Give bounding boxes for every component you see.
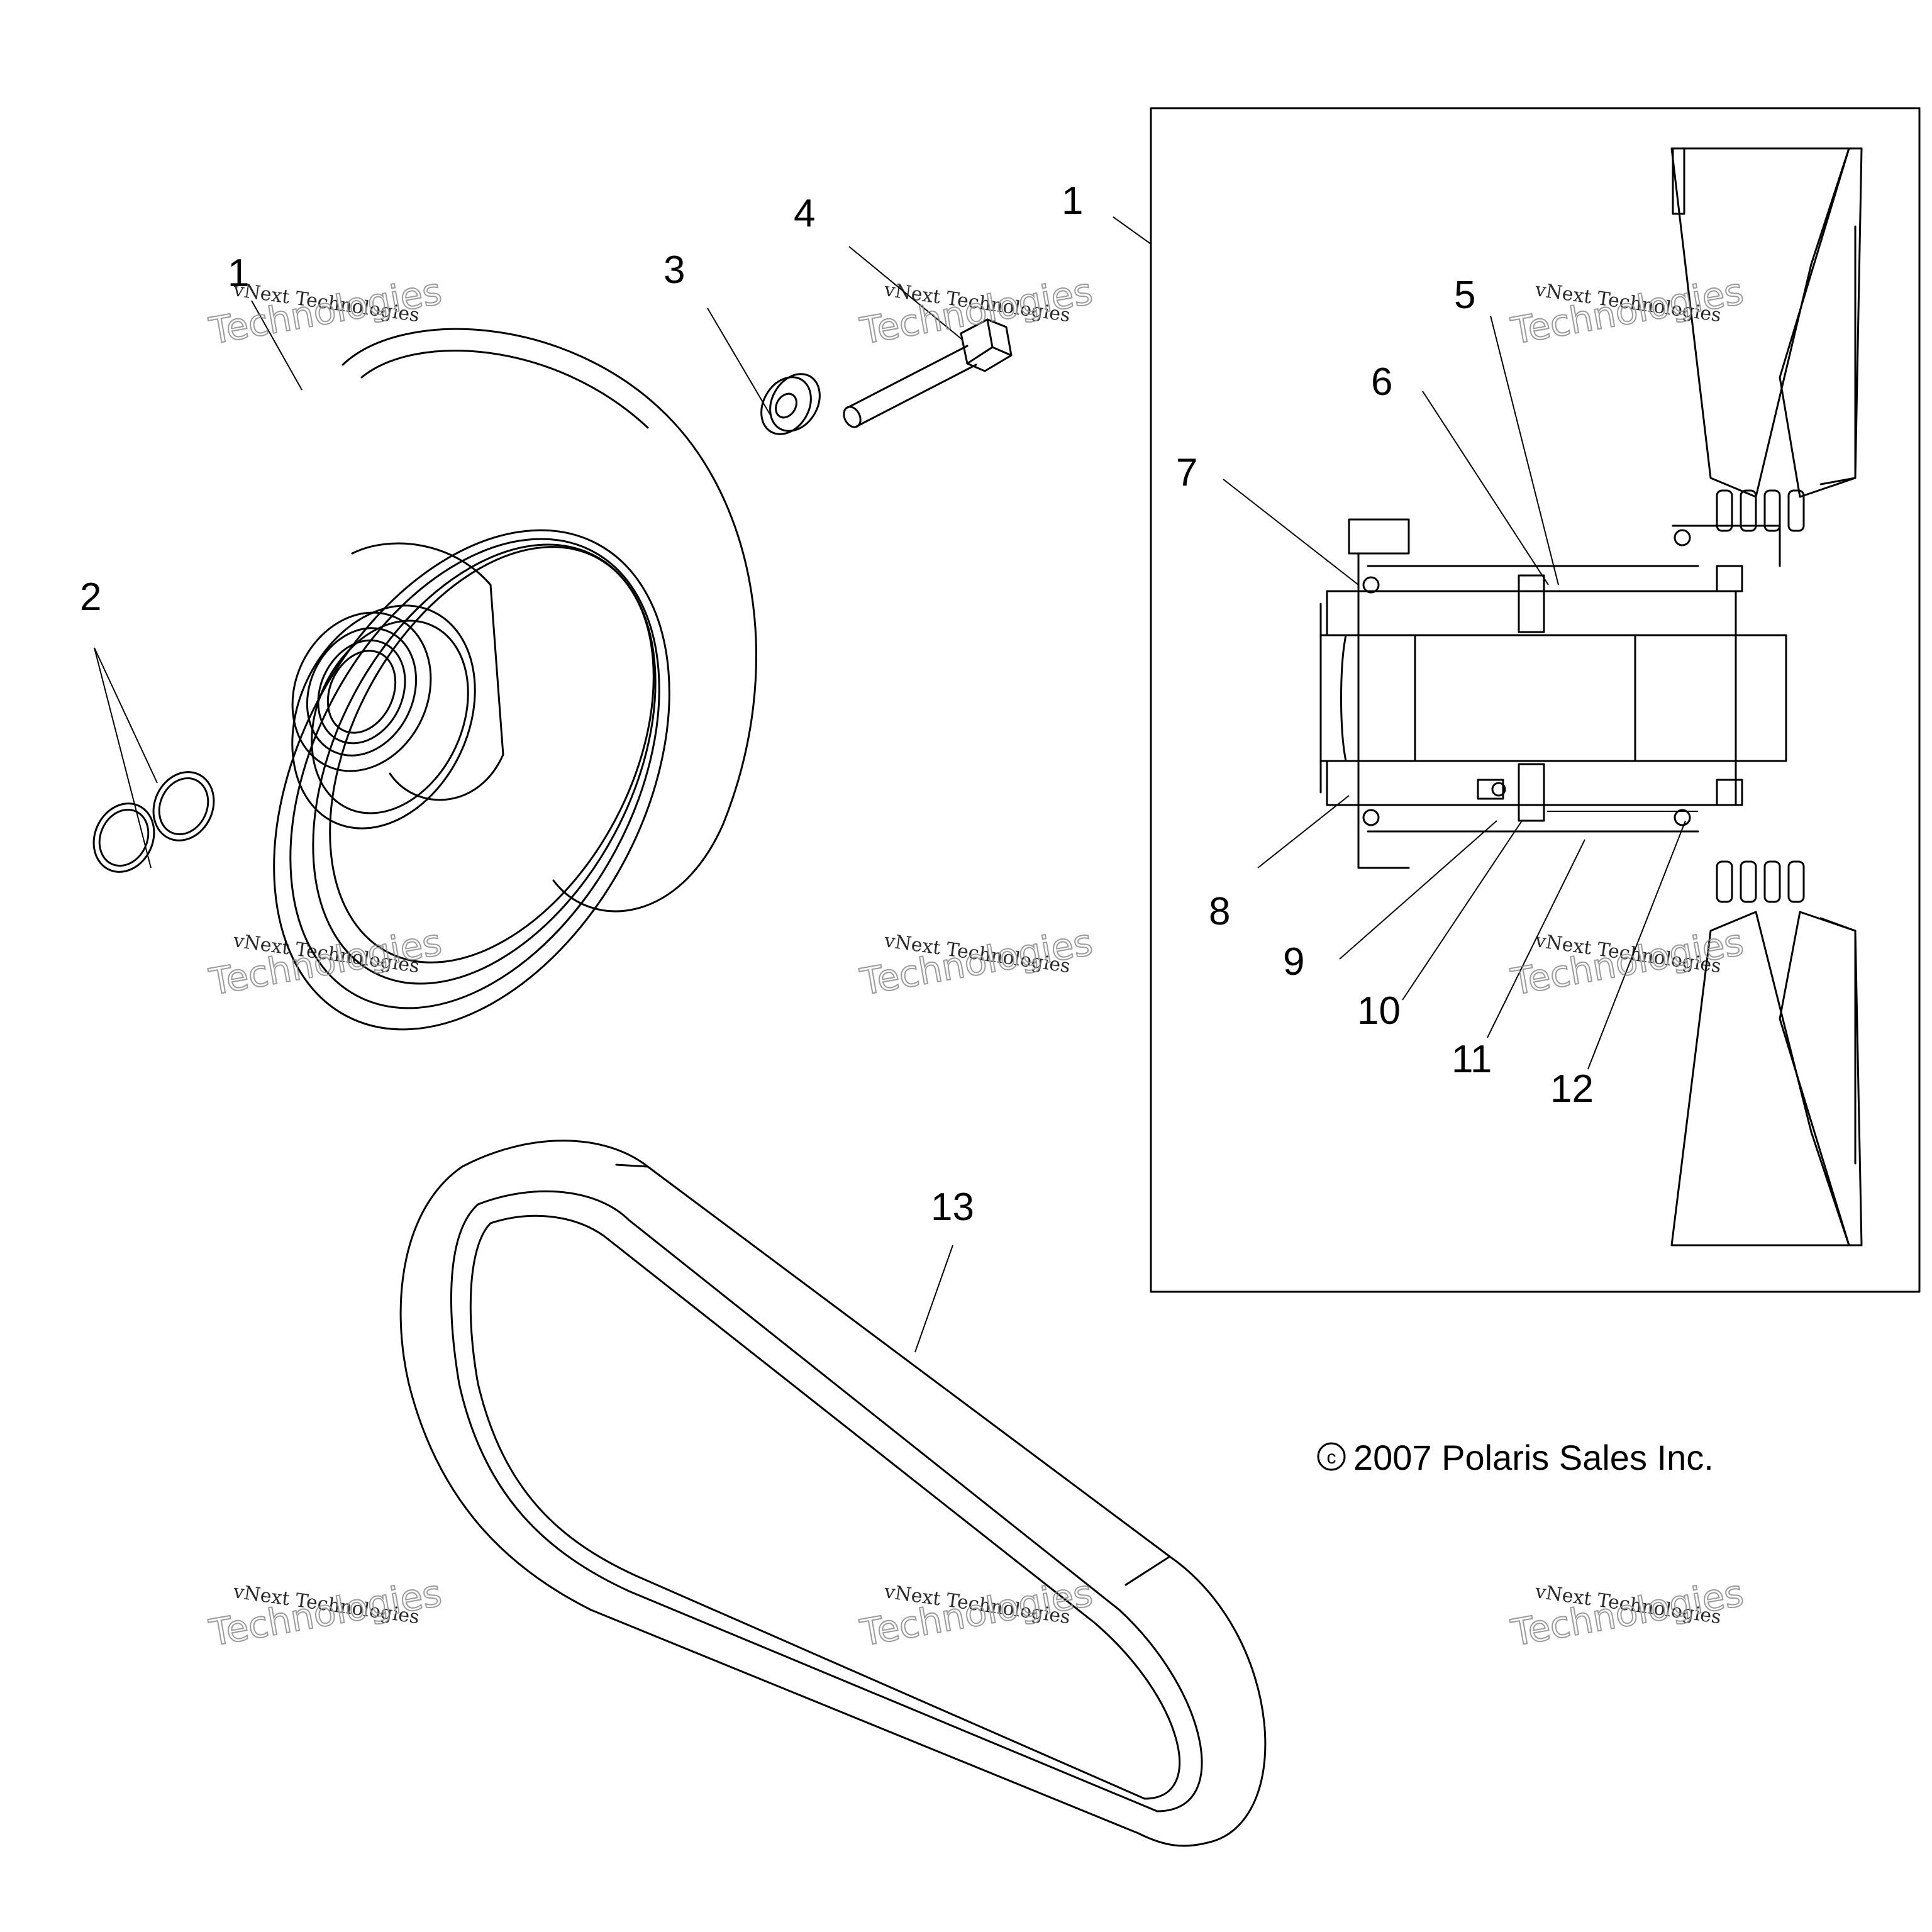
watermark: vNext Technologies Technologies <box>205 269 445 353</box>
sheave-bearings <box>1716 489 1805 903</box>
watermark: vNext Technologies Technologies <box>856 1571 1096 1655</box>
bolt <box>843 318 1013 428</box>
section-view <box>1150 107 1921 1293</box>
watermark: vNext Technologies Technologies <box>856 269 1096 353</box>
callout-2: 2 <box>80 575 101 619</box>
drive-belt <box>399 1140 1267 1847</box>
callout-11: 11 <box>1452 1038 1492 1081</box>
callout-9: 9 <box>1283 940 1304 984</box>
watermark: vNext Technologies Technologies <box>205 1571 445 1655</box>
watermark: vNext Technologies Technologies <box>1507 269 1747 353</box>
watermarks: vNext Technologies Technologies vNext Te… <box>205 269 1747 1655</box>
callout-8: 8 <box>1209 890 1230 933</box>
copyright-icon: c <box>1317 1442 1346 1471</box>
watermark: vNext Technologies Technologies <box>1507 1571 1747 1655</box>
washer <box>760 373 821 435</box>
clutch-sheave <box>273 328 757 1031</box>
callout-13: 13 <box>931 1185 974 1229</box>
watermark: vNext Technologies Technologies <box>1507 920 1747 1004</box>
callout-12: 12 <box>1550 1067 1594 1111</box>
o-rings <box>92 771 215 873</box>
callout-6: 6 <box>1371 360 1392 404</box>
copyright-text: 2007 Polaris Sales Inc. <box>1353 1438 1714 1477</box>
watermark: vNext Technologies Technologies <box>205 920 445 1004</box>
callout-5: 5 <box>1454 274 1475 317</box>
leader-lines <box>94 216 1686 1353</box>
callout-7: 7 <box>1176 451 1197 494</box>
callout-1-right: 1 <box>1062 179 1083 223</box>
svg-text:c: c <box>1327 1447 1336 1468</box>
watermark: vNext Technologies Technologies <box>856 920 1096 1004</box>
copyright-notice: c 2007 Polaris Sales Inc. <box>1317 1438 1714 1477</box>
callout-3: 3 <box>663 248 685 292</box>
callout-1-left: 1 <box>228 252 249 295</box>
callout-10: 10 <box>1357 989 1401 1033</box>
callouts: 1 2 3 4 1 5 6 7 8 9 10 11 12 13 <box>80 179 1594 1229</box>
callout-4: 4 <box>794 192 815 235</box>
